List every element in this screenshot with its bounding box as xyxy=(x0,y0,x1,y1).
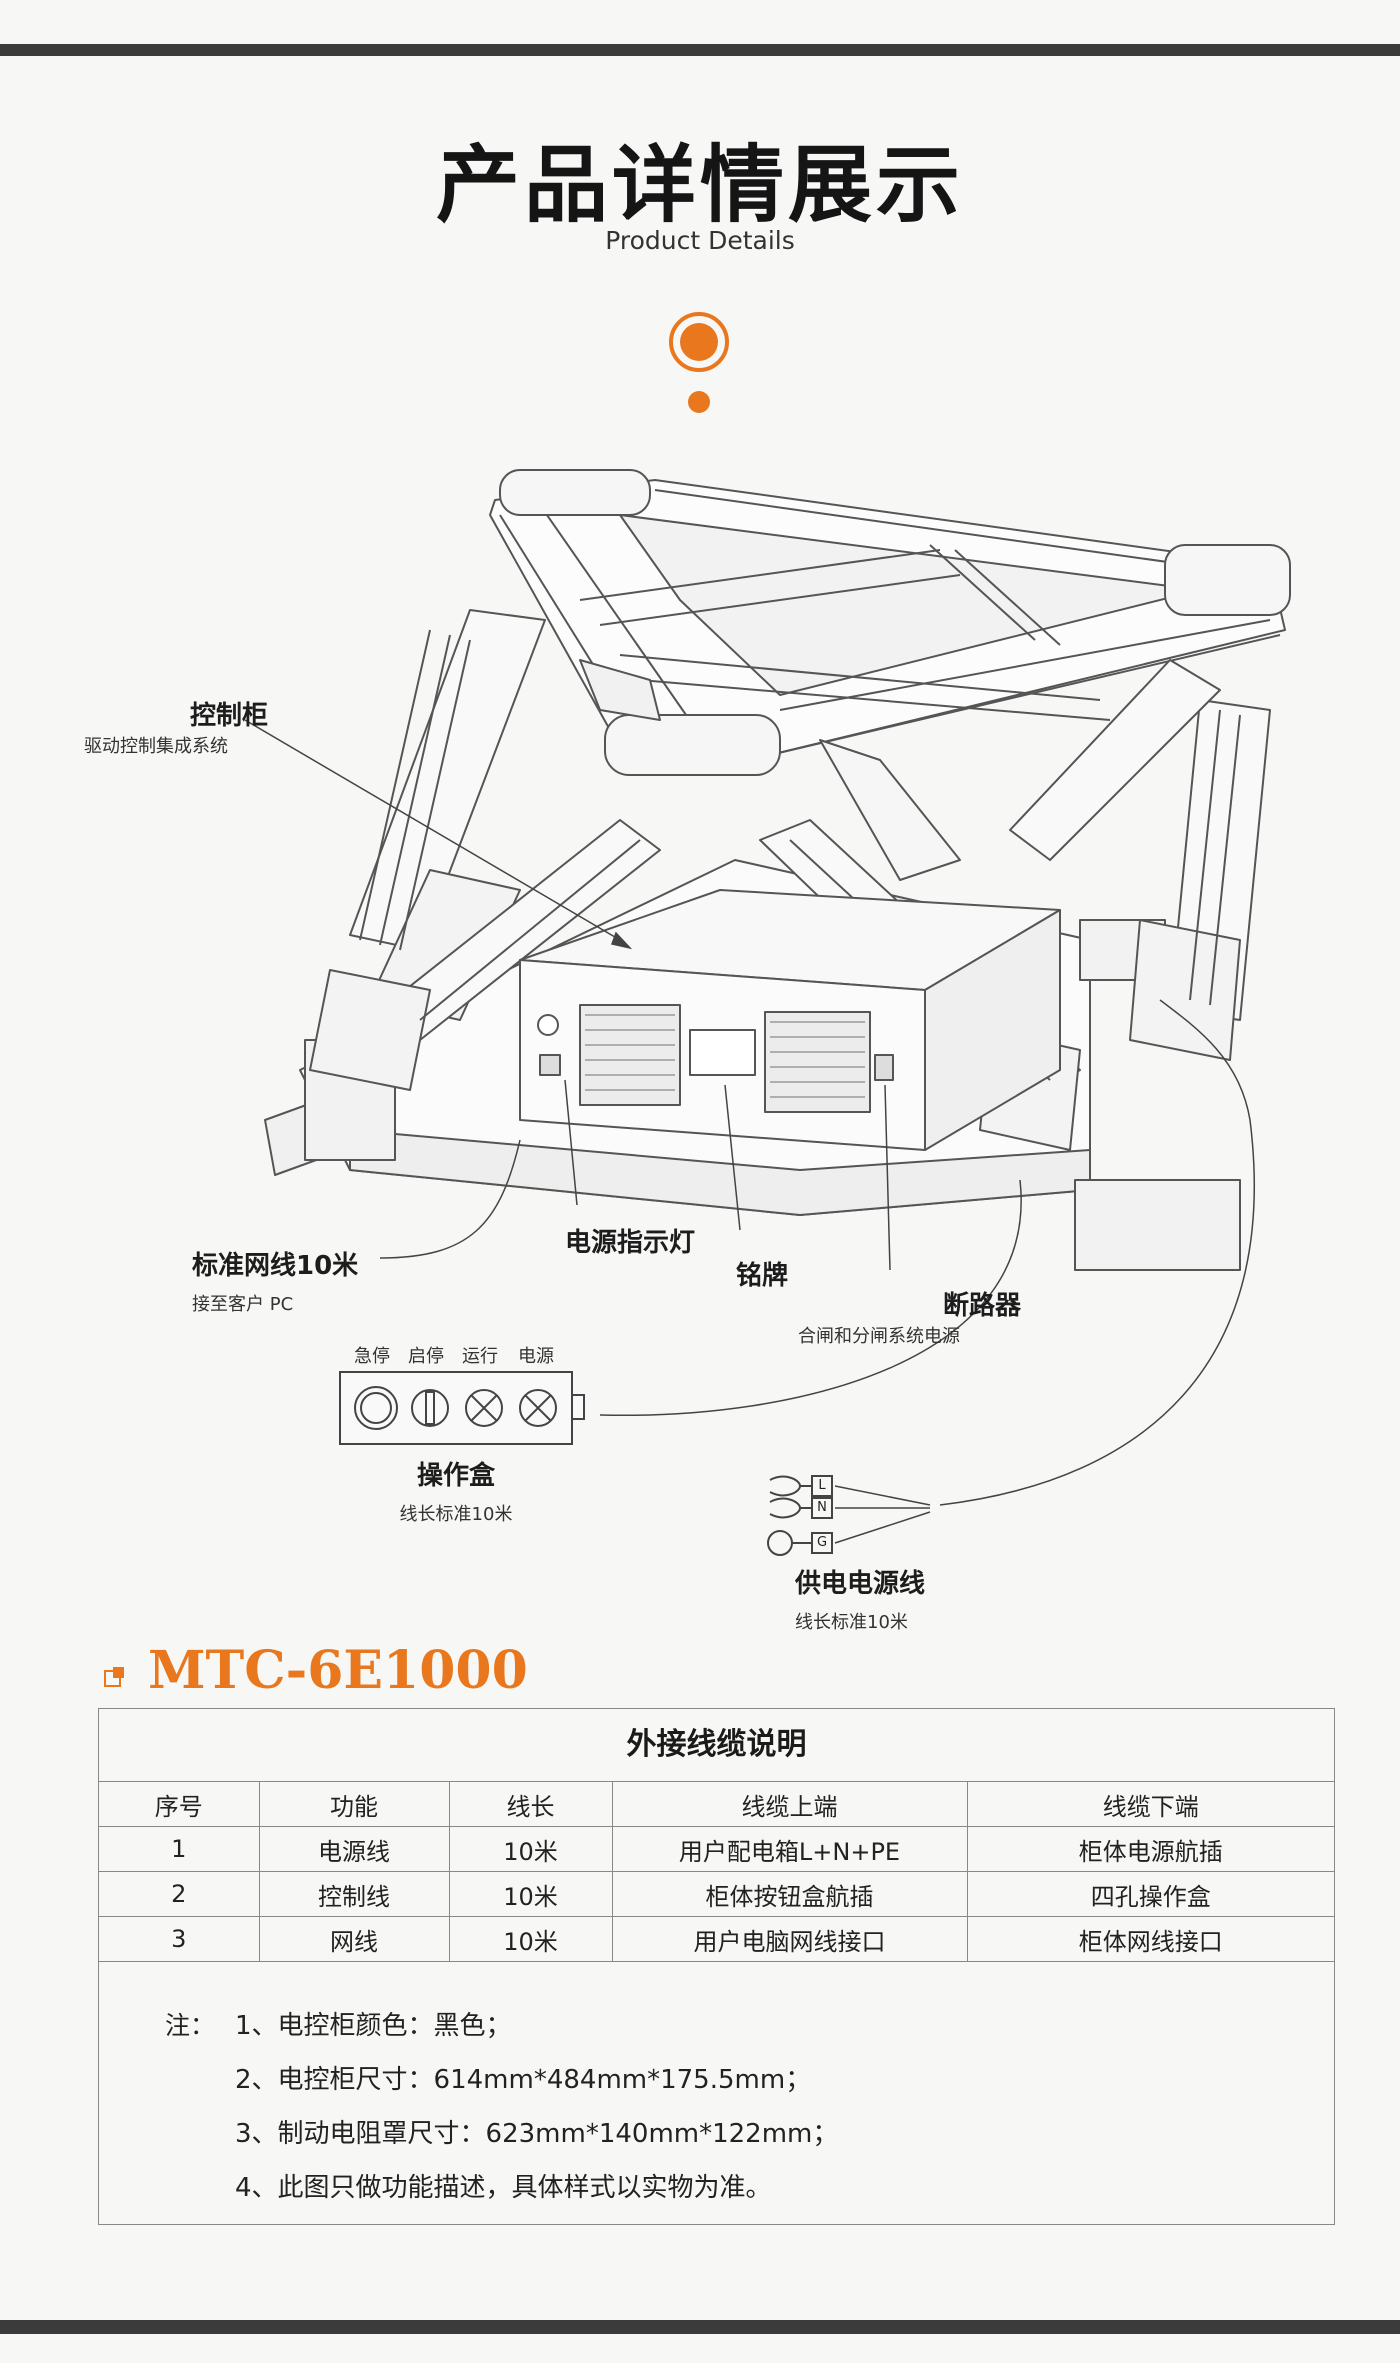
cell-function: 网线 xyxy=(258,1916,450,1962)
cell-index: 2 xyxy=(99,1871,260,1917)
bottom-divider-bar xyxy=(0,2320,1400,2334)
cell-upper-end: 柜体按钮盒航插 xyxy=(611,1871,968,1917)
note-item: 3、制动电阻罩尺寸：623mm*140mm*122mm； xyxy=(235,2119,839,2149)
cell-index: 3 xyxy=(99,1916,260,1962)
breaker-desc: 合闸和分闸系统电源 xyxy=(798,1326,960,1347)
callout-operation-box: 操作盒 线长标准10米 xyxy=(356,1455,556,1526)
cable-table: 序号 功能 线长 线缆上端 线缆下端 1 电源线 10米 用户配电箱L+N+PE… xyxy=(99,1782,1334,1962)
callout-control-cabinet: 控制柜 xyxy=(168,695,268,732)
table-row: 2 控制线 10米 柜体按钮盒航插 四孔操作盒 xyxy=(99,1871,1334,1917)
platform-illustration xyxy=(244,312,1291,1556)
table-row: 1 电源线 10米 用户配电箱L+N+PE 柜体电源航插 xyxy=(99,1826,1334,1872)
button-label-power: 电源 xyxy=(518,1346,554,1367)
button-label-run: 运行 xyxy=(462,1346,498,1367)
power-indicator-title: 电源指示灯 xyxy=(565,1228,696,1258)
callout-network-cable: 标准网线10米 接至客户 PC xyxy=(192,1245,358,1316)
terminal-label-l: L xyxy=(818,1478,826,1493)
cell-function: 电源线 xyxy=(258,1826,450,1872)
cell-upper-end: 用户配电箱L+N+PE xyxy=(611,1826,968,1872)
cell-lower-end: 柜体电源航插 xyxy=(966,1826,1334,1872)
header-lower-end: 线缆下端 xyxy=(966,1782,1334,1827)
header-length: 线长 xyxy=(448,1782,613,1827)
model-number: MTC-6E1000 xyxy=(148,1640,528,1701)
operation-box-desc: 线长标准10米 xyxy=(399,1504,513,1525)
note-item: 2、电控柜尺寸：614mm*484mm*175.5mm； xyxy=(235,2065,812,2095)
callout-breaker: 断路器 xyxy=(882,1285,1082,1322)
button-label-start-stop: 启停 xyxy=(408,1346,444,1367)
header-upper-end: 线缆上端 xyxy=(611,1782,968,1827)
note-item: 4、此图只做功能描述，具体样式以实物为准。 xyxy=(235,2173,772,2203)
terminal-label-g: G xyxy=(816,1535,828,1550)
button-label-estop: 急停 xyxy=(354,1346,390,1367)
square-bullet-icon xyxy=(104,1667,124,1687)
cable-spec-box: 外接线缆说明 序号 功能 线长 线缆上端 线缆下端 1 电源线 10米 用户配电… xyxy=(98,1708,1335,2225)
callout-nameplate: 铭牌 xyxy=(736,1255,788,1292)
cell-lower-end: 四孔操作盒 xyxy=(966,1871,1334,1917)
callout-leaders xyxy=(244,719,1255,1544)
top-divider-bar xyxy=(0,44,1400,56)
operation-box-title: 操作盒 xyxy=(416,1461,495,1491)
power-cable-desc: 线长标准10米 xyxy=(795,1612,908,1633)
network-cable-title: 标准网线10米 xyxy=(192,1251,359,1281)
target-icon xyxy=(669,312,729,413)
page-title: 产品详情展示 xyxy=(435,136,964,234)
callout-power-indicator: 电源指示灯 xyxy=(565,1222,695,1259)
control-cabinet-title: 控制柜 xyxy=(189,701,268,731)
notes-label: 注： xyxy=(165,2011,216,2040)
table-row: 3 网线 10米 用户电脑网线接口 柜体网线接口 xyxy=(99,1916,1334,1962)
cell-length: 10米 xyxy=(448,1871,613,1917)
operation-box-drawing xyxy=(339,1371,585,1445)
cell-function: 控制线 xyxy=(258,1871,450,1917)
header-index: 序号 xyxy=(99,1782,260,1827)
callout-power-cable: 供电电源线 线长标准10米 xyxy=(795,1563,925,1634)
nameplate-title: 铭牌 xyxy=(736,1261,789,1291)
spec-table-title: 外接线缆说明 xyxy=(99,1709,1334,1782)
motion-platform-drawing xyxy=(264,469,1291,1271)
network-cable-desc: 接至客户 PC xyxy=(192,1294,294,1315)
control-cabinet-desc: 驱动控制集成系统 xyxy=(84,736,228,757)
table-header-row: 序号 功能 线长 线缆上端 线缆下端 xyxy=(99,1782,1334,1827)
cell-index: 1 xyxy=(99,1826,260,1872)
cell-lower-end: 柜体网线接口 xyxy=(966,1916,1334,1962)
page-subtitle: Product Details xyxy=(605,226,795,255)
header-function: 功能 xyxy=(258,1782,450,1827)
notes-section: 注： 1、电控柜颜色：黑色； 2、电控柜尺寸：614mm*484mm*175.5… xyxy=(99,1962,1334,2222)
product-figure: 控制柜 驱动控制集成系统 标准网线10米 接至客户 PC 电源指示灯 铭牌 断路… xyxy=(0,300,1400,1660)
power-cable-title: 供电电源线 xyxy=(795,1569,926,1599)
callout-control-cabinet-desc: 驱动控制集成系统 xyxy=(84,732,228,758)
note-item: 1、电控柜颜色：黑色； xyxy=(235,2011,512,2041)
power-terminals-drawing xyxy=(767,1475,833,1556)
cell-length: 10米 xyxy=(448,1826,613,1872)
cell-length: 10米 xyxy=(448,1916,613,1962)
callout-breaker-desc: 合闸和分闸系统电源 xyxy=(798,1322,960,1348)
terminal-label-n: N xyxy=(817,1500,827,1515)
terminal-labels: L N G xyxy=(812,1475,832,1554)
breaker-title: 断路器 xyxy=(942,1291,1021,1321)
cell-upper-end: 用户电脑网线接口 xyxy=(611,1916,968,1962)
